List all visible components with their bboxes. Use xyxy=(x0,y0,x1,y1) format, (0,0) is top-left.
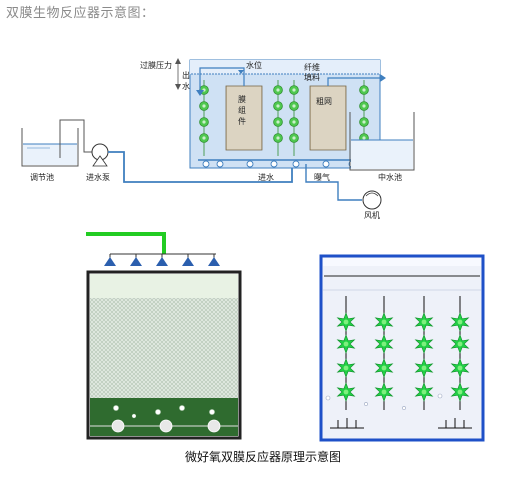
reclaimed-water-tank xyxy=(349,112,415,171)
label-pressure-1: 过膜压力 xyxy=(140,60,172,70)
reclaimed-outlet-pipe xyxy=(327,77,380,86)
feed-pipe xyxy=(108,151,293,183)
label-reclaimed-tank: 中水池 xyxy=(378,172,402,182)
figure-caption: 微好氧双膜反应器原理示意图 xyxy=(184,450,341,464)
label-membrane-1: 膜 xyxy=(238,94,246,104)
air-pipe xyxy=(305,164,362,201)
biofilm-fiber-reactor xyxy=(319,254,485,442)
label-blower: 风机 xyxy=(364,210,380,220)
diffuser-discs xyxy=(111,419,221,433)
suction-pipe xyxy=(59,119,92,158)
label-coarse-mesh: 粗网 xyxy=(316,96,332,106)
blower-icon xyxy=(362,190,382,210)
bubbles xyxy=(325,393,443,410)
label-membrane-2: 组 xyxy=(238,105,246,115)
membrane-module xyxy=(225,85,263,151)
label-membrane-3: 件 xyxy=(238,116,246,126)
bubbles xyxy=(113,405,215,419)
permeate-outlet xyxy=(175,58,245,96)
diffusers xyxy=(330,418,472,429)
micro-aerobic-reactor xyxy=(86,232,242,440)
feed-pump-icon xyxy=(91,143,109,167)
regulating-tank xyxy=(21,128,79,167)
label-pressure-3: 水 xyxy=(182,81,190,91)
packing-layer xyxy=(90,298,238,398)
fiber-strings xyxy=(337,296,469,410)
label-fiber-1: 纤维 xyxy=(304,62,320,72)
label-inlet: 进水 xyxy=(258,172,274,182)
diagram-title: 双膜生物反应器示意图： xyxy=(6,6,155,21)
label-feed-pump: 进水泵 xyxy=(86,172,110,182)
label-fiber-2: 填料 xyxy=(304,72,320,82)
process-schematic: 过膜压力 出 水 水位 纤维 填料 膜 组 件 粗网 调节池 进水泵 进水 曝气… xyxy=(21,58,415,220)
label-regulating-tank: 调节池 xyxy=(30,172,54,182)
membrane-module xyxy=(309,85,347,151)
green-supply-pipe xyxy=(86,232,166,254)
spray-nozzles xyxy=(104,254,220,266)
aeration-bubbles xyxy=(202,160,370,168)
label-aeration: 曝气 xyxy=(314,172,330,182)
label-water-level: 水位 xyxy=(246,60,262,70)
label-pressure-2: 出 xyxy=(182,70,190,80)
